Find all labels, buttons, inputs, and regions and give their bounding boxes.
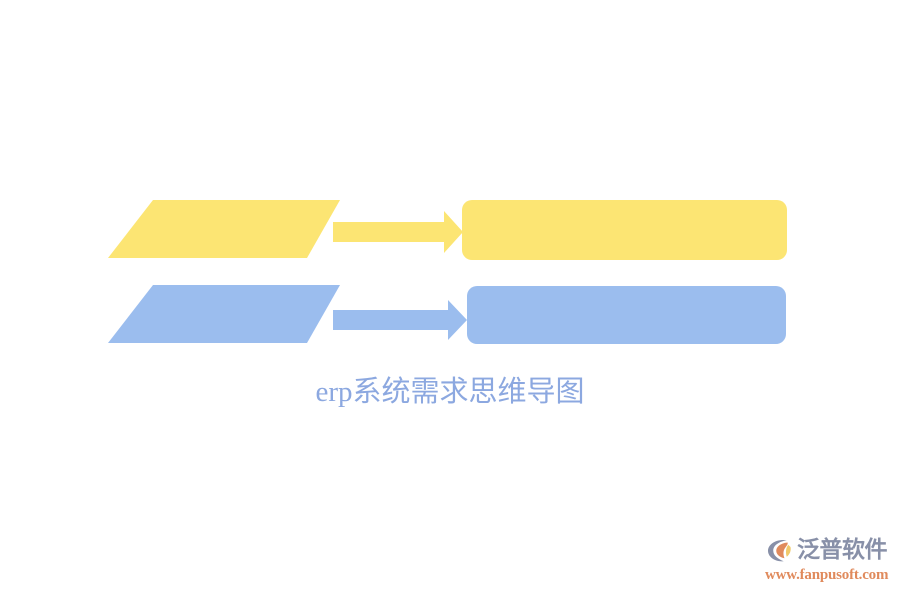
flow-row-blue [108,285,786,344]
rectangle-yellow[interactable] [462,200,787,260]
fanpu-logo-icon [768,540,791,562]
watermark-brand-text: 泛普软件 [797,537,888,563]
arrow-blue[interactable] [333,300,467,340]
flow-row-yellow [108,200,787,260]
rectangle-blue[interactable] [467,286,786,344]
watermark-brand-row: 泛普软件 [765,533,895,567]
arrow-yellow[interactable] [333,211,463,253]
parallelogram-yellow[interactable] [108,200,340,258]
parallelogram-blue[interactable] [108,285,340,343]
watermark-url-text: www.fanpusoft.com [765,567,889,583]
watermark: 泛普软件 www.fanpusoft.com [765,533,895,591]
diagram-caption: erp系统需求思维导图 [315,376,585,408]
